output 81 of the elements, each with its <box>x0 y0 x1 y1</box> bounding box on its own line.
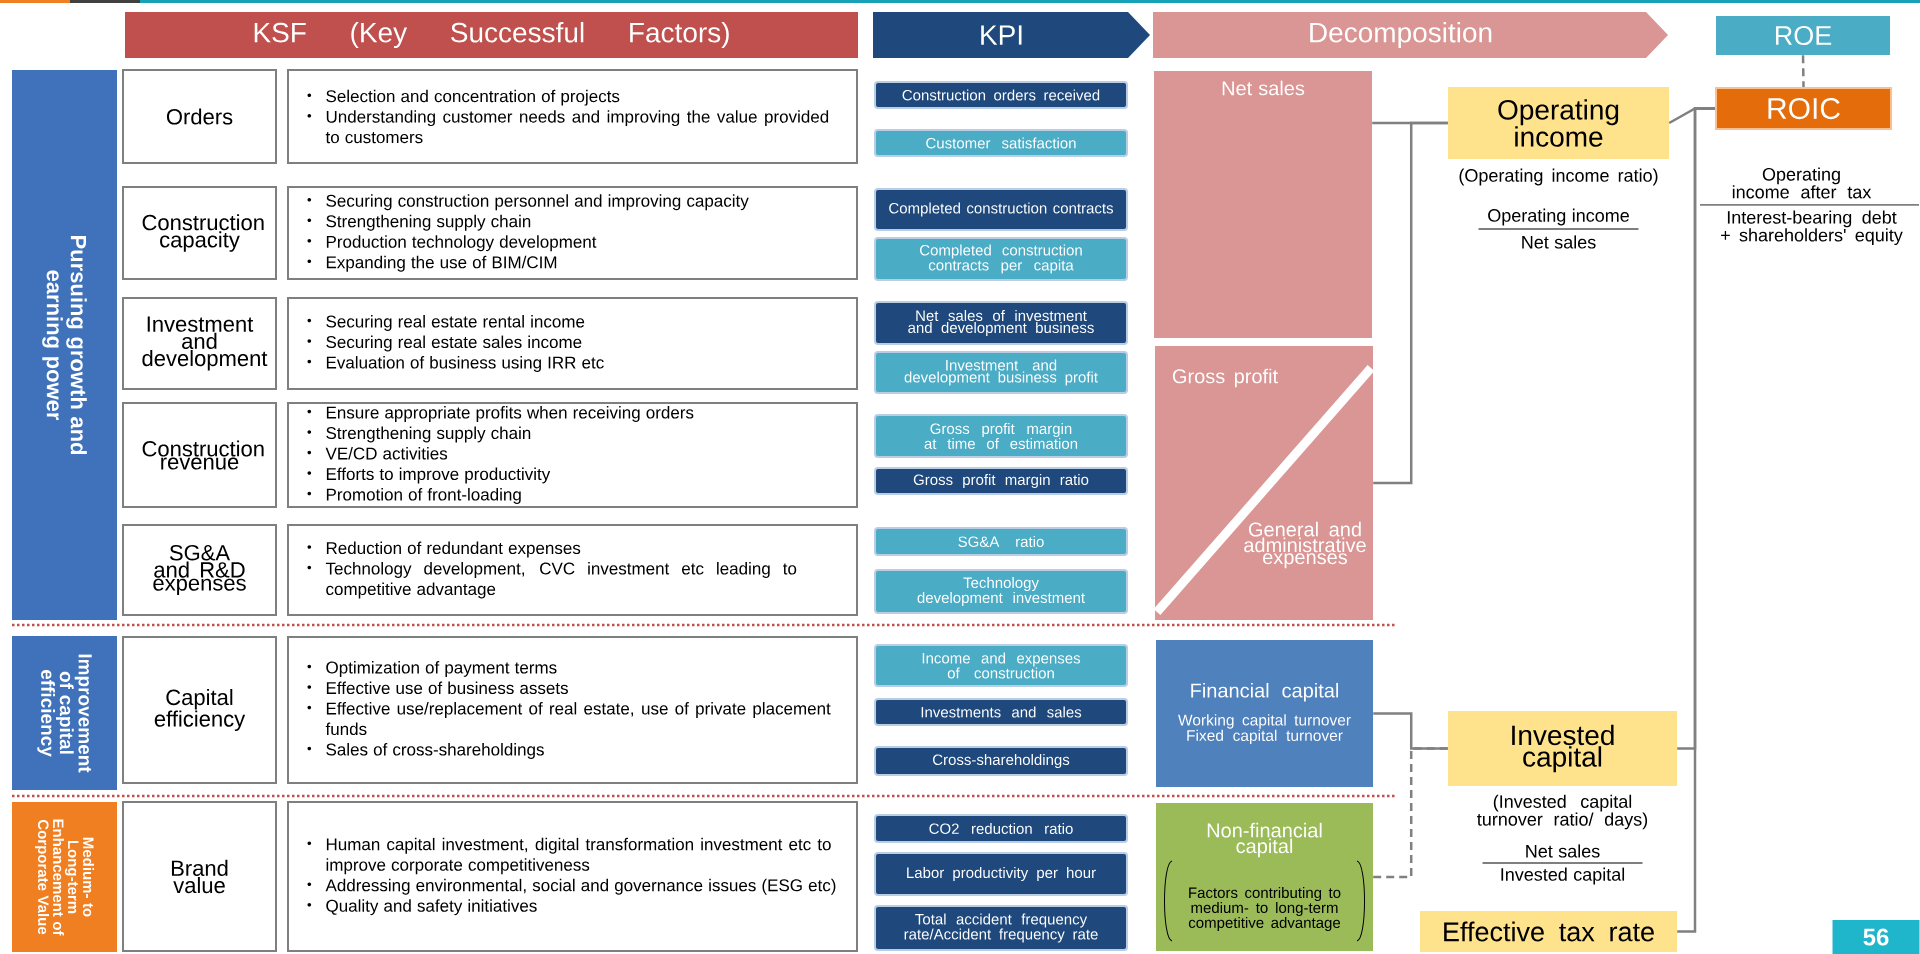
bullet-item: Production technology development <box>307 235 597 252</box>
bullet-item: Selection and concentration of projects <box>307 89 620 106</box>
page-number: 56 <box>1832 920 1920 954</box>
kpi-box: SG&A ratio <box>874 527 1128 556</box>
decomposition-box: Non-financial capital Factors contributing to medium- to long-term competitive advantage <box>1156 803 1373 951</box>
category-box: Orders <box>122 69 277 164</box>
metric-box: ROIC <box>1715 87 1892 130</box>
chevron-header: KPI <box>873 12 1150 58</box>
bullet-item: Ensure appropriate profits when receiving orders <box>307 406 694 422</box>
caption-text: (Operating income ratio) <box>1459 168 1658 186</box>
bullet-item: Human capital investment, digital transformation investment etc to improve corporate competitiveness <box>307 837 831 875</box>
bullet-item: Expanding the use of BIM/CIM <box>307 255 557 272</box>
bullet-item: Efforts to improve productivity <box>307 467 551 484</box>
connector-line <box>1373 121 1448 485</box>
bullet-list-box <box>287 402 858 508</box>
bullet-list-box <box>287 801 858 952</box>
bullet-item: Reduction of redundant expenses <box>307 541 581 558</box>
side-band: Pursuing growth and earning power <box>12 70 117 620</box>
header-bar: KSF (Key Successful Factors) <box>125 12 858 58</box>
connector-line <box>1373 747 1448 879</box>
connector-line <box>1801 55 1805 88</box>
bullet-item: Effective use of business assets <box>307 681 568 695</box>
bullet-item: Sales of cross-shareholdings <box>307 743 544 759</box>
decomposition-box: Net sales <box>1154 71 1372 338</box>
bullet-item: Promotion of front-loading <box>307 488 521 504</box>
kpi-box: Investment and development business profit <box>874 351 1128 394</box>
bullet-item: Effective use/replacement of real estate, use of private placement funds <box>307 702 831 736</box>
denominator-text: Interest-bearing debt + shareholders' equity <box>1721 210 1903 246</box>
metric-box: Effective tax rate <box>1420 911 1677 952</box>
bullet-list-box <box>287 69 858 164</box>
kpi-box: Total accident frequency rate/Accident frequency rate <box>874 905 1128 951</box>
side-band: Improvement of capital efficiency <box>12 636 117 790</box>
bullet-item: Quality and safety initiatives <box>307 899 537 916</box>
kpi-box: Gross profit margin ratio <box>874 467 1128 495</box>
kpi-box: Net sales of investment and development business <box>874 301 1128 345</box>
header-box: ROE <box>1716 16 1890 55</box>
denominator-text: Net sales <box>1522 235 1596 249</box>
connector-line <box>1677 107 1715 933</box>
kpi-box: Technology development investment <box>874 569 1128 614</box>
bullet-item: VE/CD activities <box>307 447 448 460</box>
category-box: Brand value <box>122 801 277 952</box>
kpi-box: Completed construction contracts <box>874 188 1128 231</box>
bullet-item: Strengthening supply chain <box>307 214 531 231</box>
kpi-box: Labor productivity per hour <box>874 852 1128 896</box>
chevron-header: Decomposition <box>1153 12 1668 58</box>
kpi-box: Construction orders received <box>874 81 1128 109</box>
denominator-text: Invested capital <box>1501 867 1625 885</box>
kpi-box: Gross profit margin at time of estimation <box>874 414 1128 458</box>
bullet-item: Optimization of payment terms <box>307 661 557 677</box>
side-band: Medium- to Long-term Enhancement of Corporate Value <box>12 802 117 952</box>
bullet-item: Securing construction personnel and improving capacity <box>307 194 749 211</box>
kpi-box: CO2 reduction ratio <box>874 814 1128 843</box>
bullet-list-box <box>287 297 858 390</box>
category-box: Construction capacity <box>122 186 277 280</box>
bullet-list-box <box>287 524 858 616</box>
kpi-box: Investments and sales <box>874 698 1128 726</box>
kpi-box: Cross-shareholdings <box>874 746 1128 776</box>
bullet-item: Strengthening supply chain <box>307 426 531 443</box>
bullet-list-box <box>287 636 858 784</box>
bullet-list-box <box>287 186 858 280</box>
category-box: Capital efficiency <box>122 636 277 784</box>
kpi-box: Completed construction contracts per capita <box>874 237 1128 281</box>
numerator-text: Operating income <box>1488 208 1629 226</box>
numerator-text: Operating income after tax <box>1732 167 1872 199</box>
category-box: Investment and development <box>122 297 277 390</box>
decomposition-box: Gross profit General and administrative expenses <box>1153 346 1375 620</box>
bullet-item: Addressing environmental, social and governance issues (ESG etc) <box>307 878 836 895</box>
metric-box: Operating income <box>1448 87 1669 159</box>
bullet-item: Securing real estate sales income <box>307 335 582 352</box>
metric-box: Invested capital <box>1448 711 1677 786</box>
decomposition-box: Financial capital Working capital turnover Fixed capital turnover <box>1156 640 1373 787</box>
category-box: SG&A and R&D expenses <box>122 524 277 616</box>
caption-text: (Invested capital turnover ratio/ days) <box>1477 794 1648 830</box>
bullet-item: Understanding customer needs and improving the value provided to customers <box>307 110 829 144</box>
kpi-box: Customer satisfaction <box>874 129 1128 157</box>
numerator-text: Net sales <box>1526 844 1600 858</box>
bullet-item: Securing real estate rental income <box>307 315 585 331</box>
bullet-item: Evaluation of business using IRR etc <box>307 356 604 372</box>
category-box: Construction revenue <box>122 402 277 508</box>
kpi-box: Income and expenses of construction <box>874 644 1128 687</box>
bullet-item: Technology development, CVC investment etc leading to competitive advantage <box>307 562 797 599</box>
